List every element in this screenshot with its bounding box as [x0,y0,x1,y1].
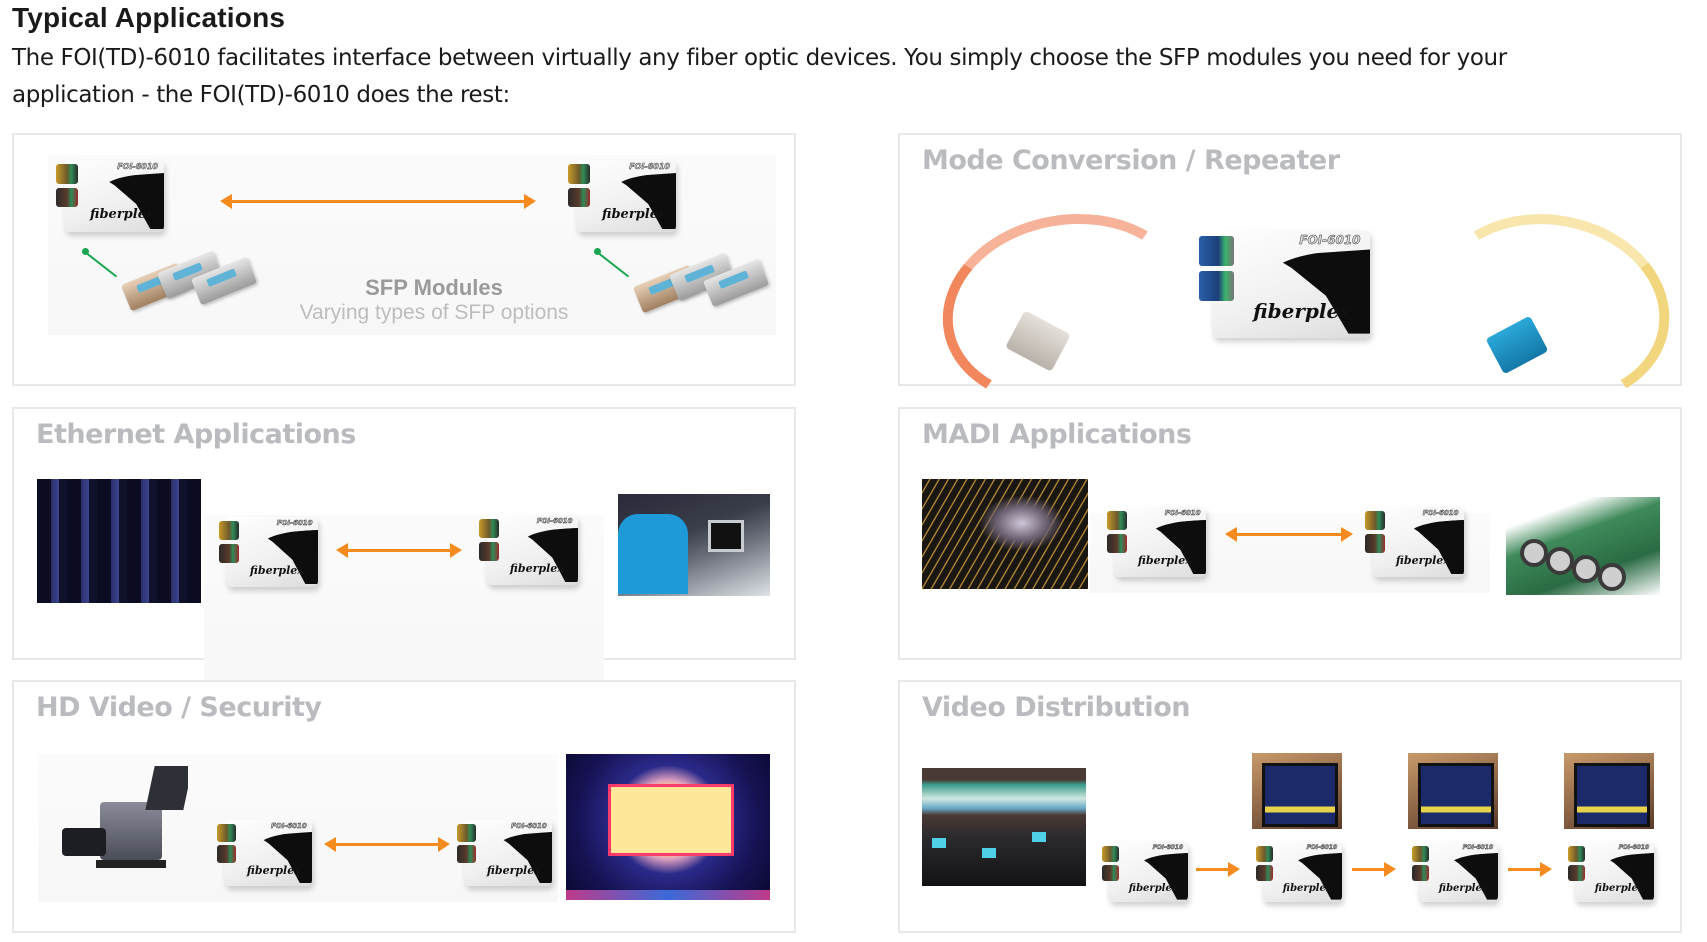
device-brand-label: fiberplex [1282,882,1332,894]
ethernet-port-icon [708,520,744,552]
fiberplex-device-right: fiberplex FOI-6010 [568,160,676,232]
device-brand-label: fiberplex [602,206,666,222]
fiberplex-device: fiberplex FOI-6010 [1101,842,1188,902]
bnc-connector-icon [1598,563,1626,591]
fiberplex-device: fiberplex FOI-6010 [1255,842,1342,902]
fiberplex-device: fiberplex FOI-6010 [1364,507,1464,577]
stadium-screen-image [566,754,770,900]
bnc-connector-icon [1520,539,1548,567]
intro-line-2: application - the FOI(TD)-6010 does the … [12,82,510,108]
fiberplex-device-left: fiberplex FOI-6010 [56,160,164,232]
panel-heading: MADI Applications [922,419,1192,450]
monitor-image [1564,753,1654,829]
device-ports [1255,845,1274,883]
server-racks-image [37,479,201,603]
device-model-label: FOI-6010 [276,519,313,528]
audio-mixing-console-image [922,479,1088,589]
multimode-fiber-cable-icon [927,194,1207,426]
device-model-label: FOI-6010 [1299,233,1361,248]
bidirectional-arrow-icon [324,837,450,852]
device-brand-label: fiberplex [1395,554,1450,568]
control-room-image [922,768,1086,886]
panel-heading: Mode Conversion / Repeater [922,145,1340,176]
madi-card-image [1506,497,1660,595]
intro-paragraph: The FOI(TD)-6010 facilitates interface b… [12,40,1652,114]
bidirectional-arrow-icon [220,194,536,209]
device-ports [216,823,237,865]
device-ports [456,823,477,865]
panel-heading: Video Distribution [922,692,1190,723]
right-arrow-icon [1352,862,1396,877]
device-model-label: FOI-6010 [1306,843,1338,852]
device-model-label: FOI-6010 [536,517,573,526]
device-model-label: FOI-6010 [1164,509,1201,518]
bidirectional-arrow-icon [336,543,462,558]
fiberplex-device: fiberplex FOI-6010 [456,820,552,886]
fiberplex-device: fiberplex FOI-6010 [1411,842,1498,902]
monitor-image [1408,753,1498,829]
panel-hd-video-security: HD Video / Security fiberplex FOI-6010 f… [12,680,796,933]
device-model-label: FOI-6010 [629,162,670,172]
panel-mode-conversion: Mode Conversion / Repeater fiberplex FOI… [898,133,1685,426]
right-arrow-icon [1196,862,1240,877]
device-ports [568,164,590,209]
device-ports [1364,511,1385,554]
fiberplex-device: fiberplex FOI-6010 [216,820,312,886]
fiberplex-device: fiberplex FOI-6010 [1567,842,1654,902]
device-brand-label: fiberplex [246,863,301,877]
monitor-image [1252,753,1342,829]
device-ports [478,519,499,562]
device-model-label: FOI-6010 [1618,843,1650,852]
fiberplex-device: fiberplex FOI-6010 [218,517,318,587]
intro-line-1: The FOI(TD)-6010 facilitates interface b… [12,45,1507,71]
ethernet-cable-icon [618,514,688,594]
device-model-label: FOI-6010 [511,821,547,831]
device-ports [1567,845,1586,883]
device-ports [218,521,239,564]
device-ports [56,164,78,209]
device-brand-label: fiberplex [486,863,541,877]
monitor-screen-icon [1262,763,1338,827]
fiberplex-device: fiberplex FOI-6010 [1106,507,1206,577]
panel-ethernet-applications: Ethernet Applications fiberplex FOI-6010… [12,407,796,695]
device-brand-label: fiberplex [1253,298,1352,323]
panel-heading: HD Video / Security [36,692,322,723]
bnc-connector-icon [1546,547,1574,575]
device-brand-label: fiberplex [1128,882,1178,894]
panel-madi-applications: MADI Applications fiberplex FOI-6010 fib… [898,407,1682,660]
monitor-screen-icon [1574,763,1650,827]
fiberplex-device: fiberplex FOI-6010 [1199,230,1370,338]
device-brand-label: fiberplex [1594,882,1644,894]
bnc-connector-icon [1572,555,1600,583]
bidirectional-arrow-icon [1225,527,1353,542]
device-brand-label: fiberplex [249,564,304,578]
sfp-caption: SFP Modules Varying types of SFP options [264,275,604,325]
right-arrow-icon [1508,862,1552,877]
sfp-caption-subtitle: Varying types of SFP options [299,301,569,324]
device-model-label: FOI-6010 [117,162,158,172]
device-brand-label: fiberplex [509,562,564,576]
panel-heading: Ethernet Applications [36,419,356,450]
device-brand-label: fiberplex [90,206,154,222]
fiberplex-device: fiberplex FOI-6010 [478,515,578,585]
monitor-screen-icon [1418,763,1494,827]
singlemode-fiber-cable-icon [1415,195,1685,425]
device-model-label: FOI-6010 [1422,509,1459,518]
device-ports [1101,845,1120,883]
device-model-label: FOI-6010 [1462,843,1494,852]
device-ports [1411,845,1430,883]
broadcast-camera-image [58,762,188,872]
panel-sfp-modules: fiberplex FOI-6010 fiberplex FOI-6010 SF… [12,133,796,386]
device-model-label: FOI-6010 [1152,843,1184,852]
device-ports [1199,236,1235,303]
page-title: Typical Applications [12,2,286,33]
device-brand-label: fiberplex [1438,882,1488,894]
device-ports [1106,511,1127,554]
sfp-caption-title: SFP Modules [365,275,503,300]
screen-display-icon [608,784,734,856]
network-switch-image [618,494,770,596]
device-model-label: FOI-6010 [271,821,307,831]
panel-video-distribution: Video Distribution fiberplex FOI-6010 fi… [898,680,1682,933]
device-brand-label: fiberplex [1137,554,1192,568]
